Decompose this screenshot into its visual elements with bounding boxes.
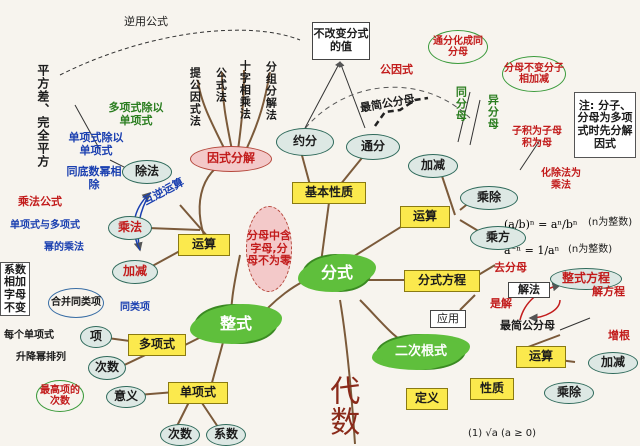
node-property[interactable]: 性质 xyxy=(470,378,514,400)
node-multiply-divide-right[interactable]: 乘除 xyxy=(460,186,518,210)
label-different-denominator: 异分母 xyxy=(486,94,500,130)
node-monomial[interactable]: 单项式 xyxy=(168,382,228,404)
label-power-multiplication: 幂的乘法 xyxy=(44,242,84,253)
label-formula1-integer: (n为整数) xyxy=(588,217,633,228)
label-difference-of-squares: 平方差、完全平方 xyxy=(35,64,50,168)
label-mono-div-mono: 单项式除以单项式 xyxy=(68,131,124,157)
node-coefficient[interactable]: 系数 xyxy=(206,424,246,446)
label-coeff-add: 系数相加字母不变 xyxy=(0,262,30,316)
node-degree-mid[interactable]: 次数 xyxy=(88,356,126,380)
node-multiplication[interactable]: 乘法 xyxy=(108,216,152,240)
node-meaning[interactable]: 意义 xyxy=(106,386,146,408)
node-common-denominator[interactable]: 通分 xyxy=(346,134,400,160)
node-add-subtract-left[interactable]: 加减 xyxy=(112,260,158,284)
node-operation-left[interactable]: 运算 xyxy=(178,234,230,256)
node-factorization[interactable]: 因式分解 xyxy=(190,146,272,172)
label-application: 应用 xyxy=(430,310,466,328)
node-integral-expression[interactable]: 整式 xyxy=(196,306,276,342)
label-same-denominator: 同分母 xyxy=(454,86,468,122)
node-operation-bottom[interactable]: 运算 xyxy=(516,346,566,368)
label-like-terms: 同类项 xyxy=(120,302,150,313)
node-polynomial[interactable]: 多项式 xyxy=(128,334,186,356)
label-common-factor: 提公因式法 xyxy=(188,67,202,127)
label-division-to-multiplication: 化除法为乘法 xyxy=(541,168,581,191)
label-solve-equation: 解方程 xyxy=(592,285,625,298)
label-multiplication-formula: 乘法公式 xyxy=(18,195,62,208)
node-fractional-equation[interactable]: 分式方程 xyxy=(404,270,480,292)
label-numerator-product: 子积为子母积为母 xyxy=(512,126,562,149)
label-combine-like-terms: 合并同类项 xyxy=(48,288,104,318)
node-reduce-fraction[interactable]: 约分 xyxy=(276,128,334,156)
node-fraction[interactable]: 分式 xyxy=(304,256,370,290)
label-sqrt-formula: (1) √a (a ≥ 0) xyxy=(468,428,537,439)
label-inverse-formula: 逆用公式 xyxy=(124,15,168,28)
node-add-subtract-bottom[interactable]: 加减 xyxy=(588,352,638,374)
node-multiply-divide-bottom[interactable]: 乘除 xyxy=(544,382,594,404)
label-value-unchanged: 不改变分式的值 xyxy=(312,22,370,60)
label-convert-same-denominator: 通分化成同分母 xyxy=(428,30,488,64)
node-power[interactable]: 乘方 xyxy=(470,226,526,250)
node-add-subtract-right[interactable]: 加减 xyxy=(408,154,458,178)
label-keep-denominator: 分母不变分子相加减 xyxy=(502,56,566,92)
node-definition[interactable]: 定义 xyxy=(406,388,448,410)
label-group-factor: 分组分解法 xyxy=(264,61,278,121)
power-formula-2: a⁻ⁿ = 1/aⁿ xyxy=(504,244,560,257)
label-same-base-divide: 同底数幂相除 xyxy=(66,165,122,191)
power-formula-1: (a/b)ⁿ = aⁿ/bⁿ xyxy=(504,218,578,231)
node-degree-bottom[interactable]: 次数 xyxy=(160,424,200,446)
label-common-factor-top: 公因式 xyxy=(380,63,413,76)
label-remove-denominator: 去分母 xyxy=(494,261,527,274)
label-denominator-nonzero: 分母中含字母,分母不为零 xyxy=(246,206,292,292)
label-poly-div-mono: 多项式除以单项式 xyxy=(108,101,164,127)
label-formula2-integer: (n为整数) xyxy=(568,244,613,255)
node-division[interactable]: 除法 xyxy=(122,160,172,184)
label-algebra: 代数 xyxy=(324,375,360,437)
node-operation-right[interactable]: 运算 xyxy=(400,206,450,228)
label-highest-degree: 最高项的次数 xyxy=(36,380,84,412)
label-mono-and-poly: 单项式与多项式 xyxy=(10,220,80,231)
label-lcd-bottom: 最简公分母 xyxy=(500,319,555,332)
node-term[interactable]: 项 xyxy=(80,326,112,348)
label-solution-method: 解法 xyxy=(508,282,550,298)
label-each-monomial: 每个单项式 xyxy=(4,330,54,341)
label-note-factorize: 注: 分子、分母为多项式时先分解因式 xyxy=(574,92,636,158)
label-formula-method: 公式法 xyxy=(214,67,228,103)
node-quadratic-radical[interactable]: 二次根式 xyxy=(378,336,464,368)
node-polynomial-equation[interactable]: 整式方程 xyxy=(550,268,622,290)
label-is-solution: 是解 xyxy=(490,297,512,310)
label-cross-multiplication: 十字相乘法 xyxy=(238,60,252,120)
node-basic-property[interactable]: 基本性质 xyxy=(292,182,366,204)
label-extraneous-root: 增根 xyxy=(608,329,630,342)
label-ascending-descending: 升降幂排列 xyxy=(16,352,66,363)
